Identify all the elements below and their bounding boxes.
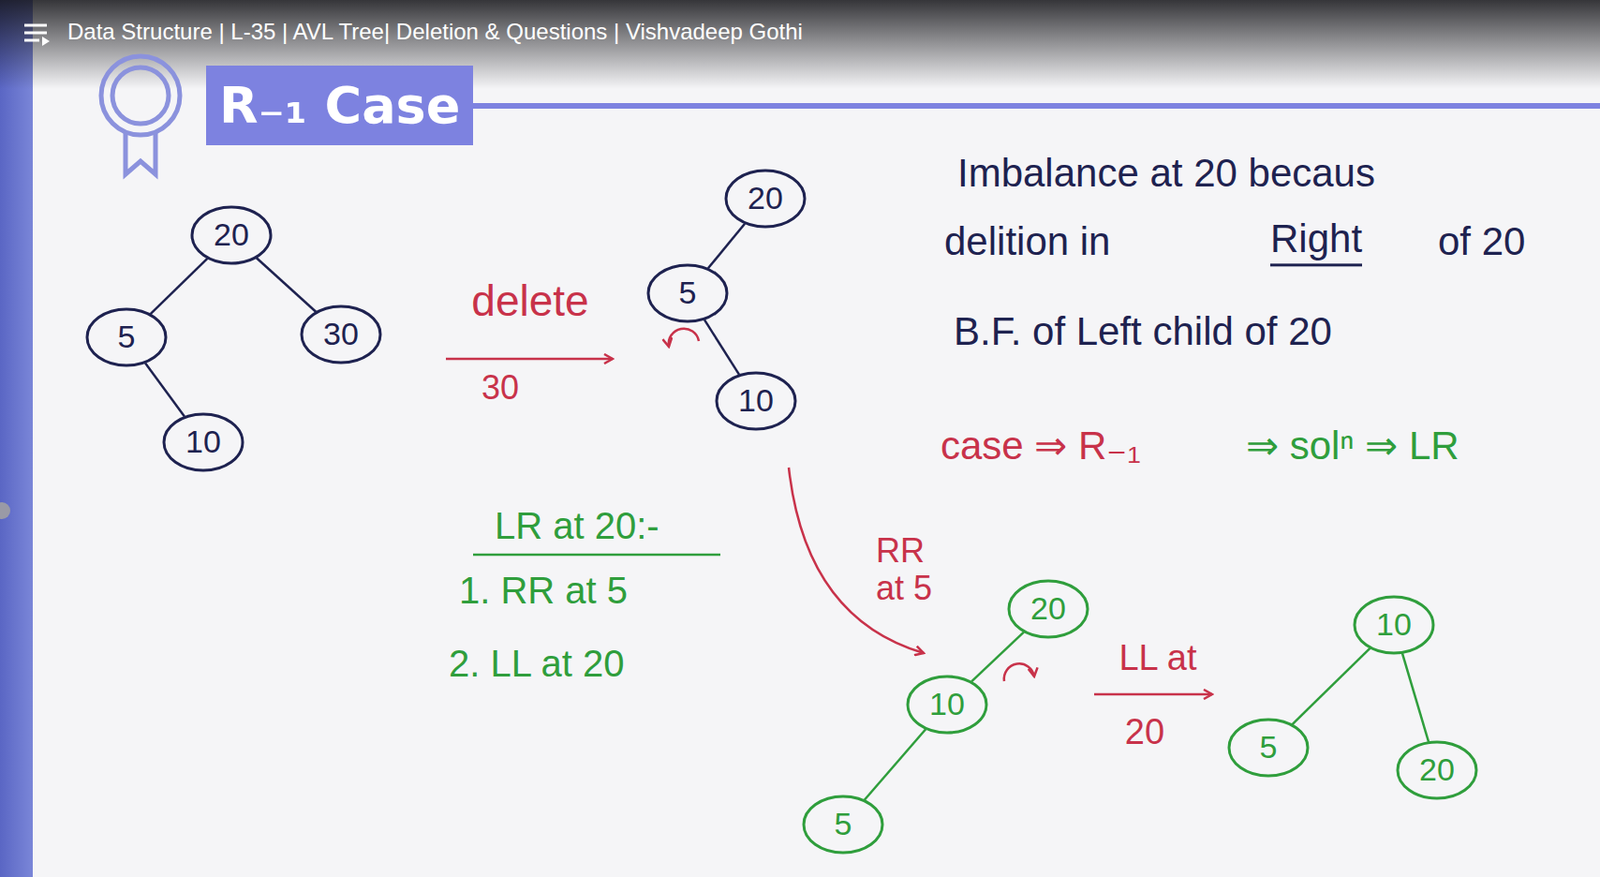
step-item: 1. RR at 5 [459,568,628,612]
tree-edge [704,319,740,375]
arrow-label: 30 [481,368,519,407]
node-label: 20 [213,217,250,252]
tree-edge [864,728,926,800]
tree-edge [256,257,316,312]
tree-node: 10 [905,674,989,735]
arrow-label: RR at 5 [875,532,944,607]
tree-edge [708,223,745,269]
case-note: case ⇒ R₋₁ [940,423,1141,469]
heading-banner: R₋₁ Case [206,65,474,146]
delete-arrow [445,357,613,361]
arrow-label: 20 [1125,711,1165,754]
step-heading: LR at 20:- [494,503,660,548]
node-label: 5 [679,275,697,311]
node-label: 20 [1030,591,1067,626]
node-ellipse [87,309,166,366]
tree-node: 20 [1395,740,1479,800]
node-ellipse [1354,596,1434,653]
node-label: 10 [185,424,222,460]
step-arrow [1094,693,1213,697]
tree-node: 20 [724,168,807,229]
node-ellipse [648,265,727,322]
heading-rule [468,103,1600,109]
node-ellipse [907,676,987,733]
note-line: delition in [944,219,1111,265]
badge-icon [101,56,180,175]
tree-edge [145,362,185,416]
node-label: 20 [747,180,784,216]
node-ellipse [301,306,381,363]
rotation-symbol [668,328,699,347]
tree-edge [1402,652,1429,741]
tree-node: 10 [714,370,798,431]
note-line: Imbalance at 20 becaus [957,150,1376,196]
node-label: 5 [118,319,136,355]
tree-node: 10 [162,412,245,473]
node-label: 10 [1376,607,1412,642]
tree-node: 30 [299,304,383,365]
step-item: 2. LL at 20 [448,641,625,685]
note-line: B.F. of Left child of 20 [953,309,1333,355]
solution-note: ⇒ solⁿ ⇒ LR [1245,423,1460,469]
node-ellipse [803,796,883,853]
note-word: Right [1270,216,1363,267]
node-label: 5 [1259,729,1278,765]
tree-edge [971,632,1024,682]
node-ellipse [1229,719,1308,776]
node-ellipse [1397,741,1477,799]
video-title: Data Structure | L-35 | AVL Tree| Deleti… [67,18,803,45]
note-line: of 20 [1437,219,1526,265]
step-note: delete [471,276,589,326]
tree-node: 5 [801,794,885,855]
node-ellipse [1008,580,1088,638]
side-strip [0,0,33,877]
tree-node: 5 [1227,717,1310,778]
side-dot [0,502,11,519]
tree-node: 10 [1352,594,1436,655]
node-ellipse [716,372,796,430]
node-ellipse [192,207,271,264]
tree-node: 5 [646,263,729,324]
arrow-label: LL at [1118,637,1197,680]
node-label: 5 [834,806,853,842]
tree-node: 20 [1007,578,1090,639]
play-icon [42,36,50,46]
node-ellipse [163,414,243,471]
node-ellipse [725,170,805,227]
node-label: 10 [929,686,965,722]
tree-node: 20 [190,205,273,266]
node-label: 20 [1419,752,1455,787]
tree-edge [1292,648,1371,725]
underline [473,553,721,557]
node-label: 10 [738,383,774,418]
rotation-symbol [1004,663,1035,682]
node-label: 30 [323,316,359,352]
tree-node: 5 [85,307,168,368]
tree-edge [150,258,208,314]
